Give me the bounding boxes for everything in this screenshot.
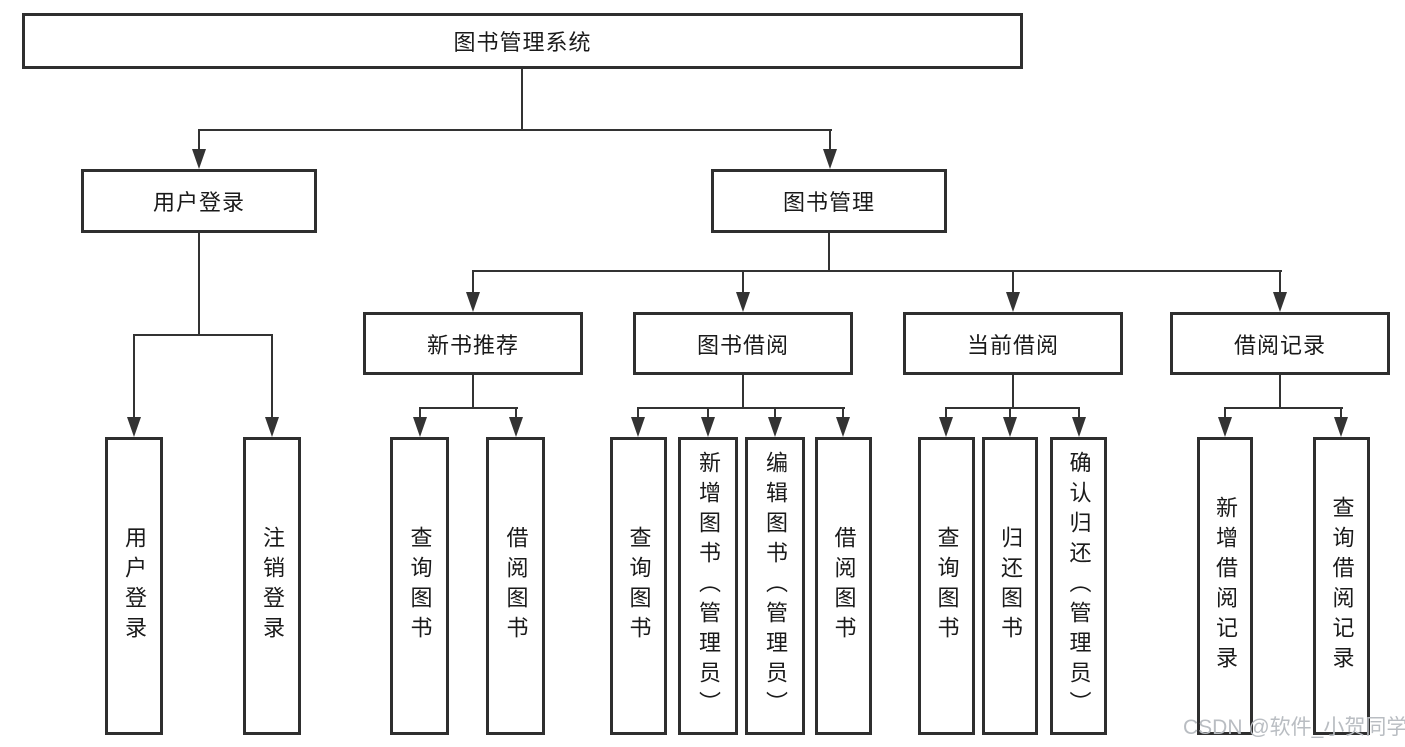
leaf-records-query-label: 查询借阅记录	[1329, 496, 1355, 676]
leaf-current-confirm-label: 确认归还（管理员）	[1066, 451, 1092, 721]
arrow-down-icon	[1334, 417, 1348, 437]
connector-line	[842, 407, 844, 421]
leaf-borrow-add-label: 新增图书（管理员）	[696, 451, 721, 721]
leaf-borrow-add: 新增图书（管理员）	[678, 437, 738, 735]
connector-line	[637, 407, 845, 409]
connector-line	[271, 334, 273, 420]
connector-line	[133, 334, 273, 336]
arrow-down-icon	[823, 149, 837, 169]
connector-line	[1279, 375, 1281, 409]
connector-line	[515, 407, 517, 421]
node-new-book-recommend: 新书推荐	[363, 312, 583, 375]
arrow-down-icon	[736, 292, 750, 312]
node-current-borrow: 当前借阅	[903, 312, 1123, 375]
connector-line	[1012, 375, 1014, 409]
node-user-login: 用户登录	[81, 169, 317, 233]
leaf-borrow-borrow: 借阅图书	[815, 437, 872, 735]
leaf-records-query: 查询借阅记录	[1313, 437, 1370, 735]
connector-line	[472, 270, 474, 296]
connector-line	[419, 407, 421, 421]
node-new-book-recommend-label: 新书推荐	[426, 332, 519, 358]
connector-line	[1078, 407, 1080, 421]
connector-line	[1009, 407, 1011, 421]
leaf-current-return: 归还图书	[982, 437, 1038, 735]
leaf-current-query: 查询图书	[918, 437, 975, 735]
connector-line	[1279, 270, 1281, 296]
arrow-down-icon	[631, 417, 645, 437]
connector-line	[774, 407, 776, 421]
connector-line	[198, 129, 832, 131]
connector-line	[472, 270, 1282, 272]
connector-line	[1340, 407, 1342, 421]
leaf-logout: 注销登录	[243, 437, 301, 735]
node-user-login-label: 用户登录	[152, 190, 245, 215]
leaf-records-add: 新增借阅记录	[1197, 437, 1253, 735]
arrow-down-icon	[192, 149, 206, 169]
leaf-borrow-edit: 编辑图书（管理员）	[745, 437, 805, 735]
node-borrow-records: 借阅记录	[1170, 312, 1390, 375]
node-book-borrow: 图书借阅	[633, 312, 853, 375]
arrow-down-icon	[768, 417, 782, 437]
leaf-borrow-edit-label: 编辑图书（管理员）	[763, 451, 788, 721]
connector-line	[419, 407, 518, 409]
arrow-down-icon	[1218, 417, 1232, 437]
leaf-borrow-query-label: 查询图书	[626, 526, 652, 646]
arrow-down-icon	[1003, 417, 1017, 437]
arrow-down-icon	[413, 417, 427, 437]
leaf-current-confirm: 确认归还（管理员）	[1050, 437, 1107, 735]
connector-line	[1012, 270, 1014, 296]
connector-line	[945, 407, 1080, 409]
node-book-management: 图书管理	[711, 169, 947, 233]
leaf-current-return-label: 归还图书	[998, 526, 1023, 646]
connector-line	[133, 334, 135, 420]
node-book-borrow-label: 图书借阅	[696, 332, 789, 358]
leaf-borrow-query: 查询图书	[610, 437, 667, 735]
leaf-user-login: 用户登录	[105, 437, 163, 735]
node-root-label: 图书管理系统	[453, 30, 592, 55]
connector-line	[198, 129, 200, 153]
connector-line	[828, 233, 830, 272]
connector-line	[1224, 407, 1226, 421]
connector-line	[521, 69, 523, 131]
watermark: CSDN @软件_小贺同学	[1183, 716, 1405, 739]
arrow-down-icon	[1072, 417, 1086, 437]
connector-line	[742, 375, 744, 409]
arrow-down-icon	[509, 417, 523, 437]
node-book-management-label: 图书管理	[782, 190, 875, 215]
connector-line	[1224, 407, 1343, 409]
node-root: 图书管理系统	[22, 13, 1023, 69]
connector-line	[945, 407, 947, 421]
leaf-newbook-borrow-label: 借阅图书	[503, 526, 529, 646]
arrow-down-icon	[265, 417, 279, 437]
connector-line	[637, 407, 639, 421]
arrow-down-icon	[836, 417, 850, 437]
leaf-logout-label: 注销登录	[260, 526, 285, 646]
leaf-newbook-query-label: 查询图书	[407, 526, 433, 646]
arrow-down-icon	[939, 417, 953, 437]
leaf-user-login-label: 用户登录	[122, 526, 147, 646]
connector-line	[742, 270, 744, 296]
leaf-newbook-borrow: 借阅图书	[486, 437, 545, 735]
node-current-borrow-label: 当前借阅	[966, 332, 1059, 358]
arrow-down-icon	[701, 417, 715, 437]
arrow-down-icon	[127, 417, 141, 437]
connector-line	[472, 375, 474, 409]
connector-line	[829, 129, 831, 153]
connector-line	[707, 407, 709, 421]
leaf-current-query-label: 查询图书	[934, 526, 960, 646]
arrow-down-icon	[466, 292, 480, 312]
leaf-records-add-label: 新增借阅记录	[1213, 496, 1238, 676]
leaf-newbook-query: 查询图书	[390, 437, 449, 735]
arrow-down-icon	[1006, 292, 1020, 312]
leaf-borrow-borrow-label: 借阅图书	[831, 526, 857, 646]
node-borrow-records-label: 借阅记录	[1233, 332, 1326, 358]
connector-line	[198, 233, 200, 336]
arrow-down-icon	[1273, 292, 1287, 312]
